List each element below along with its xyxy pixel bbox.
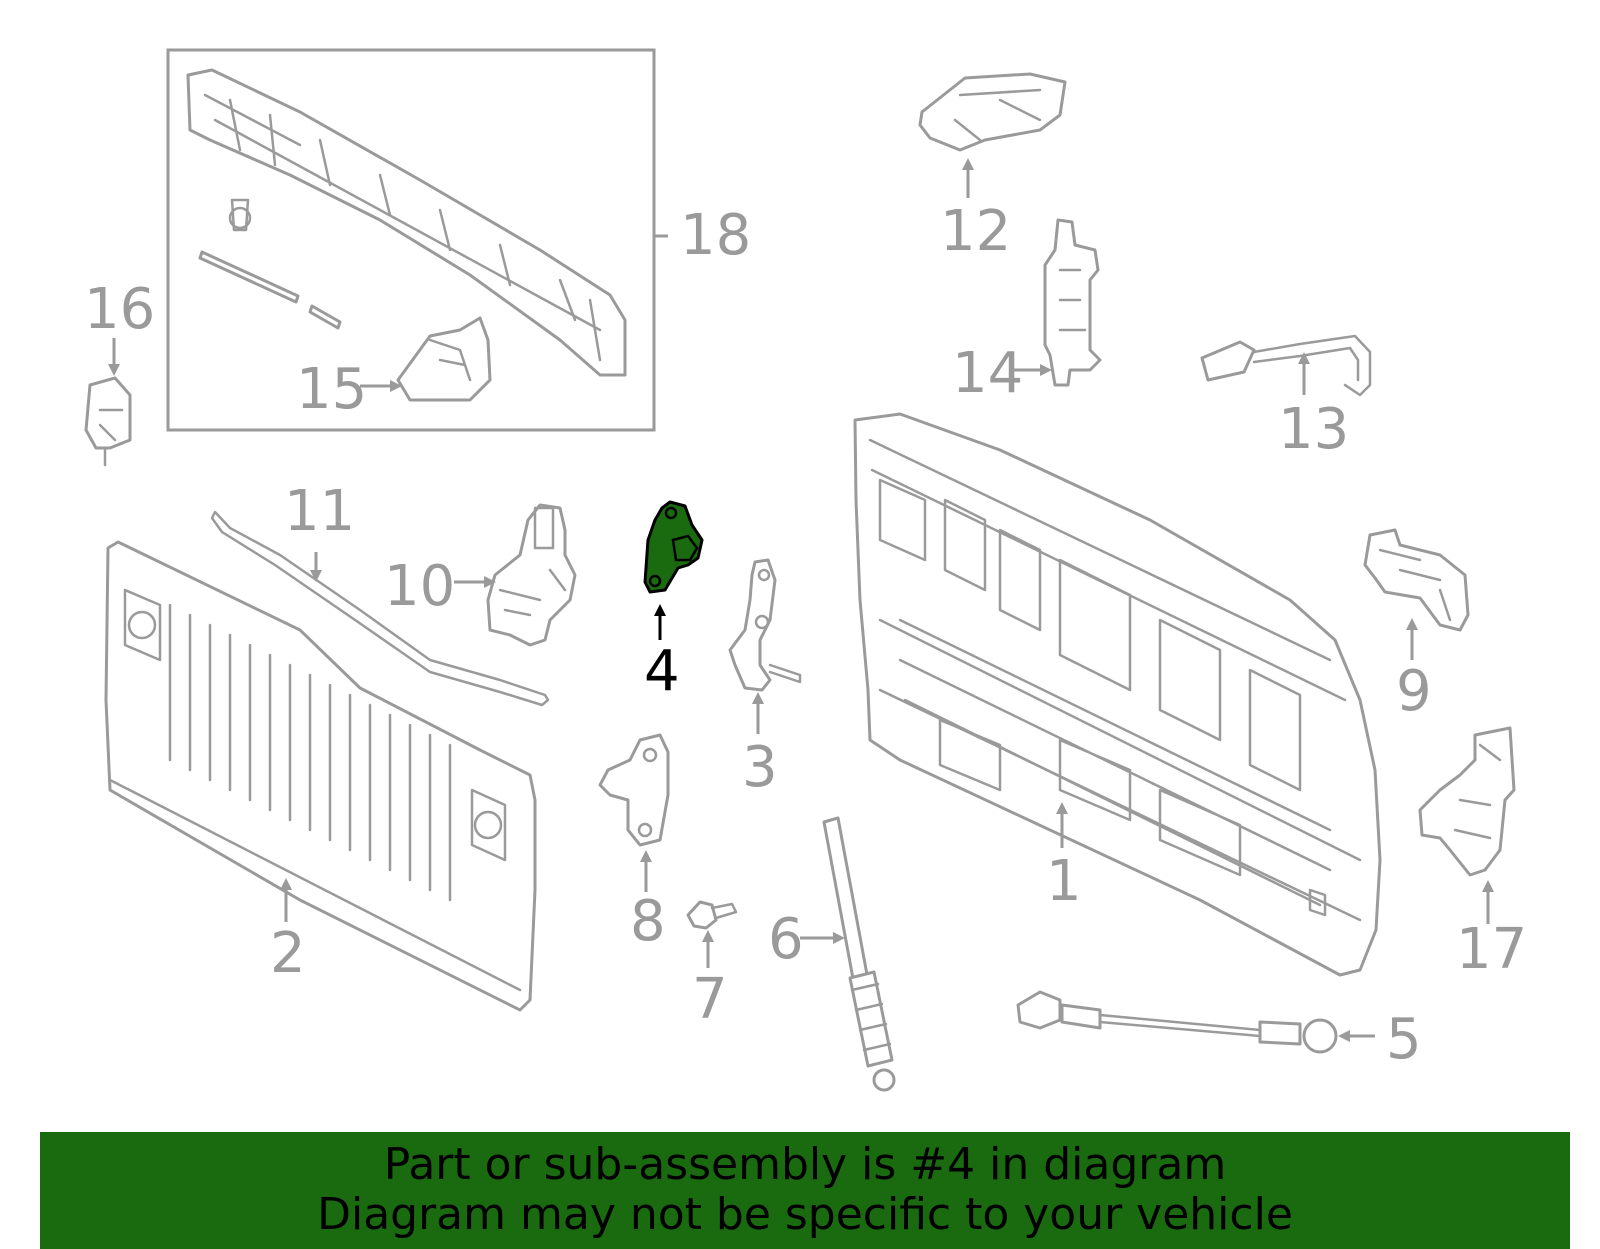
banner-line-1: Part or sub-assembly is #4 in diagram	[383, 1139, 1227, 1190]
callout-18: 18	[680, 203, 751, 268]
parts-diagram: 18 15 16 12 14 13 1	[84, 48, 1527, 1092]
part-8-bracket	[598, 733, 670, 847]
callout-5: 5	[1386, 1007, 1422, 1072]
callout-13: 13	[1278, 397, 1349, 462]
info-banner: Part or sub-assembly is #4 in diagram Di…	[40, 1132, 1570, 1249]
part-2-outer-panel	[104, 540, 537, 1012]
part-6-strut	[822, 816, 896, 1092]
banner-line-2: Diagram may not be specific to your vehi…	[317, 1189, 1293, 1240]
callout-14: 14	[952, 341, 1023, 406]
callout-16: 16	[84, 277, 155, 342]
callout-15: 15	[296, 357, 367, 422]
part-9	[1363, 528, 1470, 632]
callout-4: 4	[644, 639, 680, 704]
part-14	[1043, 218, 1102, 387]
part-3-hinge	[728, 558, 802, 692]
part-7-bolt	[686, 900, 738, 930]
part-4-highlighted[interactable]	[643, 500, 704, 594]
part-11-seal	[210, 510, 550, 707]
part-10-actuator	[486, 503, 577, 647]
callout-10: 10	[384, 554, 455, 619]
callout-8: 8	[630, 889, 666, 954]
part-18-assembly	[166, 48, 656, 432]
callout-6: 6	[768, 907, 804, 972]
callout-1: 1	[1046, 849, 1082, 914]
callout-3: 3	[742, 735, 778, 800]
callout-11: 11	[284, 479, 355, 544]
part-12	[918, 72, 1067, 152]
part-16	[84, 376, 132, 467]
callout-2: 2	[270, 921, 306, 986]
part-13	[1200, 334, 1372, 397]
callout-9: 9	[1396, 659, 1432, 724]
part-5-cable	[1016, 990, 1338, 1054]
callout-12: 12	[940, 199, 1011, 264]
callout-17: 17	[1456, 917, 1527, 982]
part-1-tailgate-inner	[853, 412, 1382, 977]
part-17	[1418, 726, 1516, 877]
callout-7: 7	[692, 967, 728, 1032]
